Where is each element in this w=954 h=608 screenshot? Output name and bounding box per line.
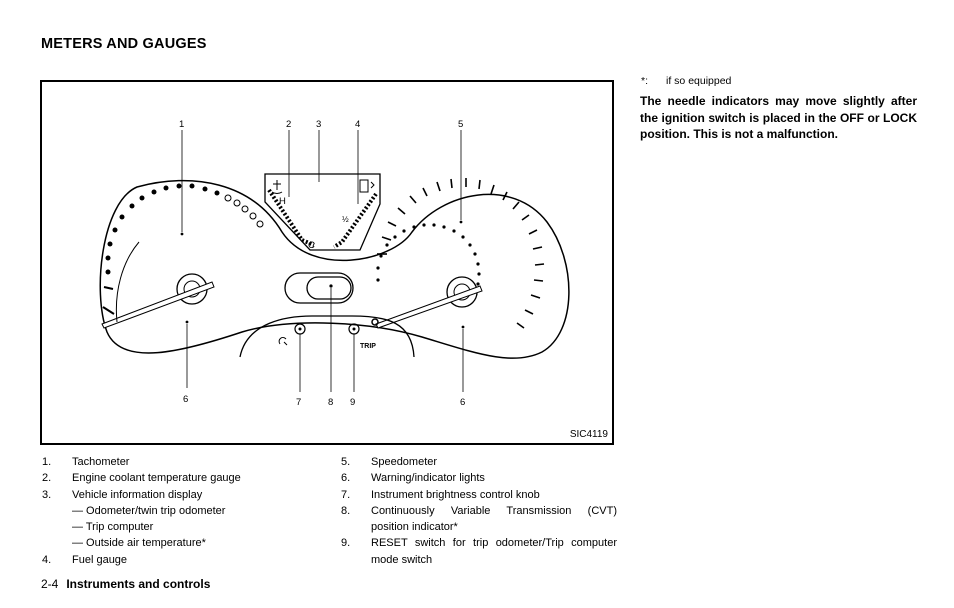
legend-item-2: 2.Engine coolant temperature gauge — [42, 472, 241, 485]
cvt-indicator-outer — [284, 272, 354, 304]
legend-item-3: 3.Vehicle information display — [42, 488, 203, 501]
speedometer-ticks — [377, 178, 545, 329]
chapter-title: Instruments and controls — [66, 577, 211, 591]
callout-1: 1 — [179, 119, 184, 130]
trip-label: TRIP — [360, 343, 376, 350]
callout-6-left: 6 — [183, 394, 188, 405]
brightness-icon — [278, 337, 288, 346]
legend-item-1: 1.Tachometer — [42, 456, 130, 468]
footnote-text: if so equipped — [666, 75, 732, 87]
tachometer-dots — [105, 183, 220, 275]
tachometer-needle — [101, 281, 215, 329]
section-title: METERS AND GAUGES — [41, 36, 207, 52]
half-mark: ½ — [342, 215, 349, 224]
leader-lines — [180, 130, 465, 392]
callout-3: 3 — [316, 119, 321, 130]
legend-item-7: 7.Instrument brightness control knob — [341, 488, 540, 501]
figure-code: SIC4119 — [569, 429, 608, 440]
footnote: *: if so equipped — [641, 75, 731, 87]
legend-item-6: 6.Warning/indicator lights — [341, 472, 485, 485]
callout-2: 2 — [286, 119, 291, 130]
legend-subitem-odometer: — Odometer/twin trip odometer — [72, 504, 226, 517]
hot-marker: H — [279, 196, 286, 207]
fuel-icon — [359, 179, 369, 193]
cluster-outline — [99, 179, 570, 359]
cold-marker: C — [308, 240, 315, 251]
speedometer-needle — [375, 285, 483, 329]
notice-text: The needle indicators may move slightly … — [640, 94, 917, 141]
callout-8: 8 — [328, 397, 333, 408]
callout-5: 5 — [458, 119, 463, 130]
lower-panel — [239, 315, 415, 358]
callout-7: 7 — [296, 397, 301, 408]
footnote-mark: *: — [641, 75, 649, 87]
info-display-housing — [264, 173, 381, 251]
coolant-icon — [271, 180, 283, 194]
legend-right: 5.Speedometer 6.Warning/indicator lights… — [341, 454, 617, 568]
callout-6-right: 6 — [460, 397, 465, 408]
legend-item-9: 9.RESET switch for trip odometer/Trip co… — [341, 537, 617, 566]
cvt-indicator-inner — [306, 276, 352, 300]
page-footer: 2-4 Instruments and controls — [41, 577, 210, 591]
legend-subitem-outside-temp: — Outside air temperature* — [72, 537, 206, 550]
callout-4: 4 — [355, 119, 360, 130]
legend-item-8: 8.Continuously Variable Transmission (CV… — [341, 504, 617, 534]
legend-left: 1.Tachometer 2.Engine coolant temperatur… — [42, 454, 322, 568]
legend-subitem-trip-computer: — Trip computer — [72, 521, 154, 534]
callout-9: 9 — [350, 397, 355, 408]
legend-item-4: 4.Fuel gauge — [42, 553, 128, 566]
legend-item-5: 5.Speedometer — [341, 456, 438, 468]
cluster-illustration: H C ½ — [99, 119, 570, 408]
page-number: 2-4 — [41, 577, 59, 591]
inner-speed-dots — [376, 223, 481, 296]
instrument-cluster-figure: H C ½ — [40, 80, 614, 445]
